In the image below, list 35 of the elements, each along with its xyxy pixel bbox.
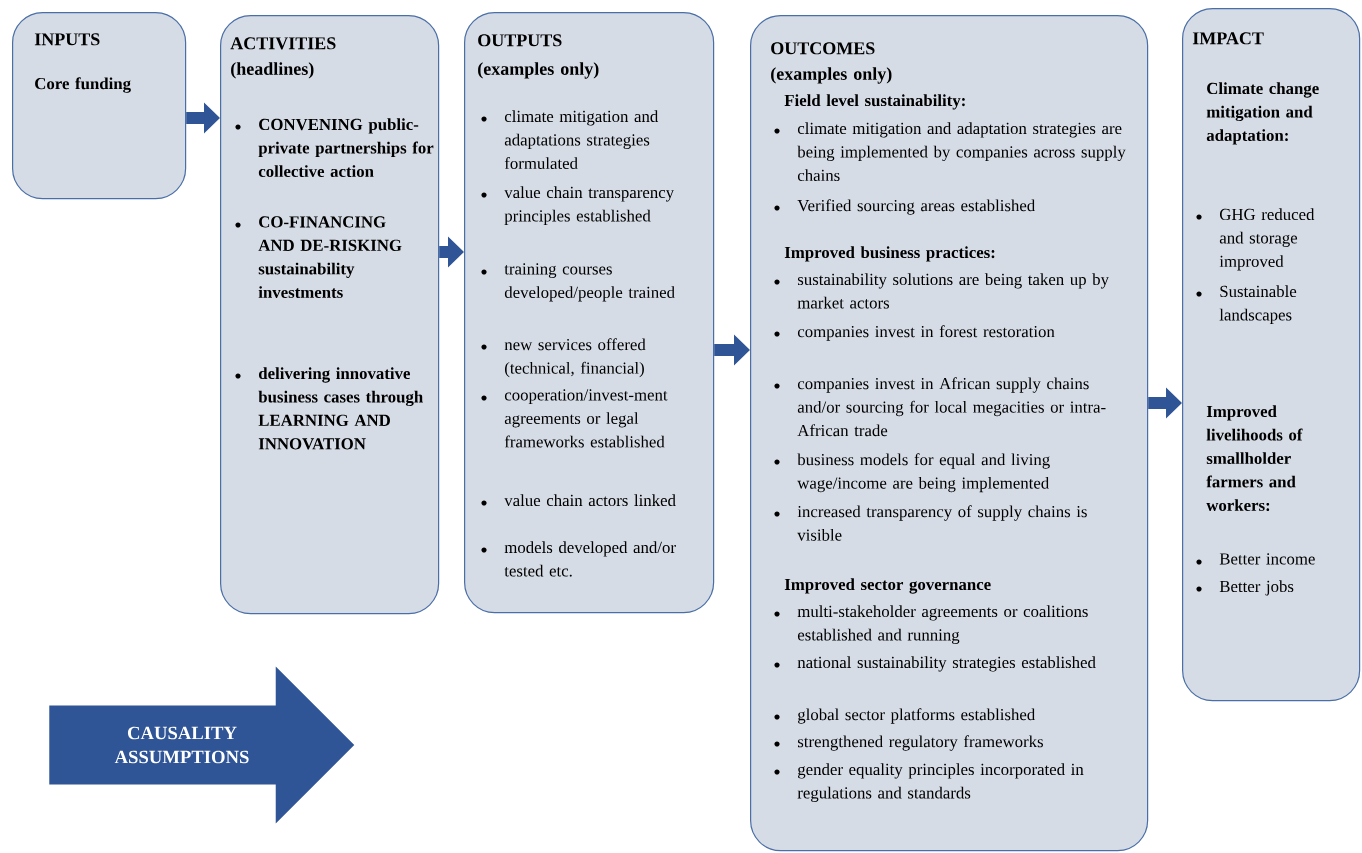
bullet-item: value chain actors linked <box>481 494 676 507</box>
box-text: Climate change mitigation and adaptation: <box>1206 82 1319 145</box>
box-text: Improved sector governance <box>784 578 991 594</box>
bullet-item: gender equality principles incorporated in regulations and standards <box>774 763 1084 802</box>
bullet-item: cooperation/invest-ment agreements or legal frameworks established <box>481 389 668 448</box>
box-heading: (examples only) <box>771 67 892 84</box>
bullet-item: CONVENING public-private partnerships for collective action <box>235 118 434 178</box>
bullet-item: Better income <box>1196 553 1315 565</box>
bullet-item: strengthened regulatory frameworks <box>774 735 1043 751</box>
box-heading: (headlines) <box>231 62 314 79</box>
bullet-item: national sustainability strategies established <box>774 656 1096 672</box>
bullet-item: value chain transparency principles established <box>481 186 674 225</box>
bullet-item: new services offered (technical, financial) <box>481 338 646 378</box>
bullet-item: companies invest in forest restoration <box>774 325 1055 341</box>
bullet-item: Sustainable landscapes <box>1196 285 1297 324</box>
box-text: Core funding <box>35 77 131 93</box>
box-heading: ACTIVITIES <box>230 37 336 50</box>
bullet-item: increased transparency of supply chains is visible <box>774 505 1087 541</box>
bullet-item: global sector platforms established <box>774 708 1036 724</box>
box-heading: (examples only) <box>478 62 599 79</box>
box-text: Improved livelihoods of smallholder farmers and workers: <box>1206 405 1303 511</box>
bullet-item: climate mitigation and adaptation strategies are being implemented by companies across supply chains <box>774 122 1126 182</box>
box-heading: INPUTS <box>34 33 100 46</box>
box-heading: OUTCOMES <box>771 42 875 55</box>
box-heading: OUTPUTS <box>478 34 562 47</box>
bullet-item: Better jobs <box>1196 580 1294 596</box>
bullet-item: CO-FINANCING AND DE-RISKING sustainability investments <box>235 216 402 298</box>
bullet-item: delivering innovative business cases through LEARNING AND INNOVATION <box>235 367 423 450</box>
bullet-item: GHG reduced and storage improved <box>1196 208 1315 271</box>
box-text: Field level sustainability: <box>784 94 965 110</box>
bullet-item: training courses developed/people trained <box>481 263 675 302</box>
bullet-item: Verified sourcing areas established <box>774 199 1035 215</box>
box-text: Improved business practices: <box>784 246 995 262</box>
bullet-item: models developed and/or tested etc. <box>481 541 676 577</box>
box-heading: IMPACT <box>1192 32 1264 45</box>
